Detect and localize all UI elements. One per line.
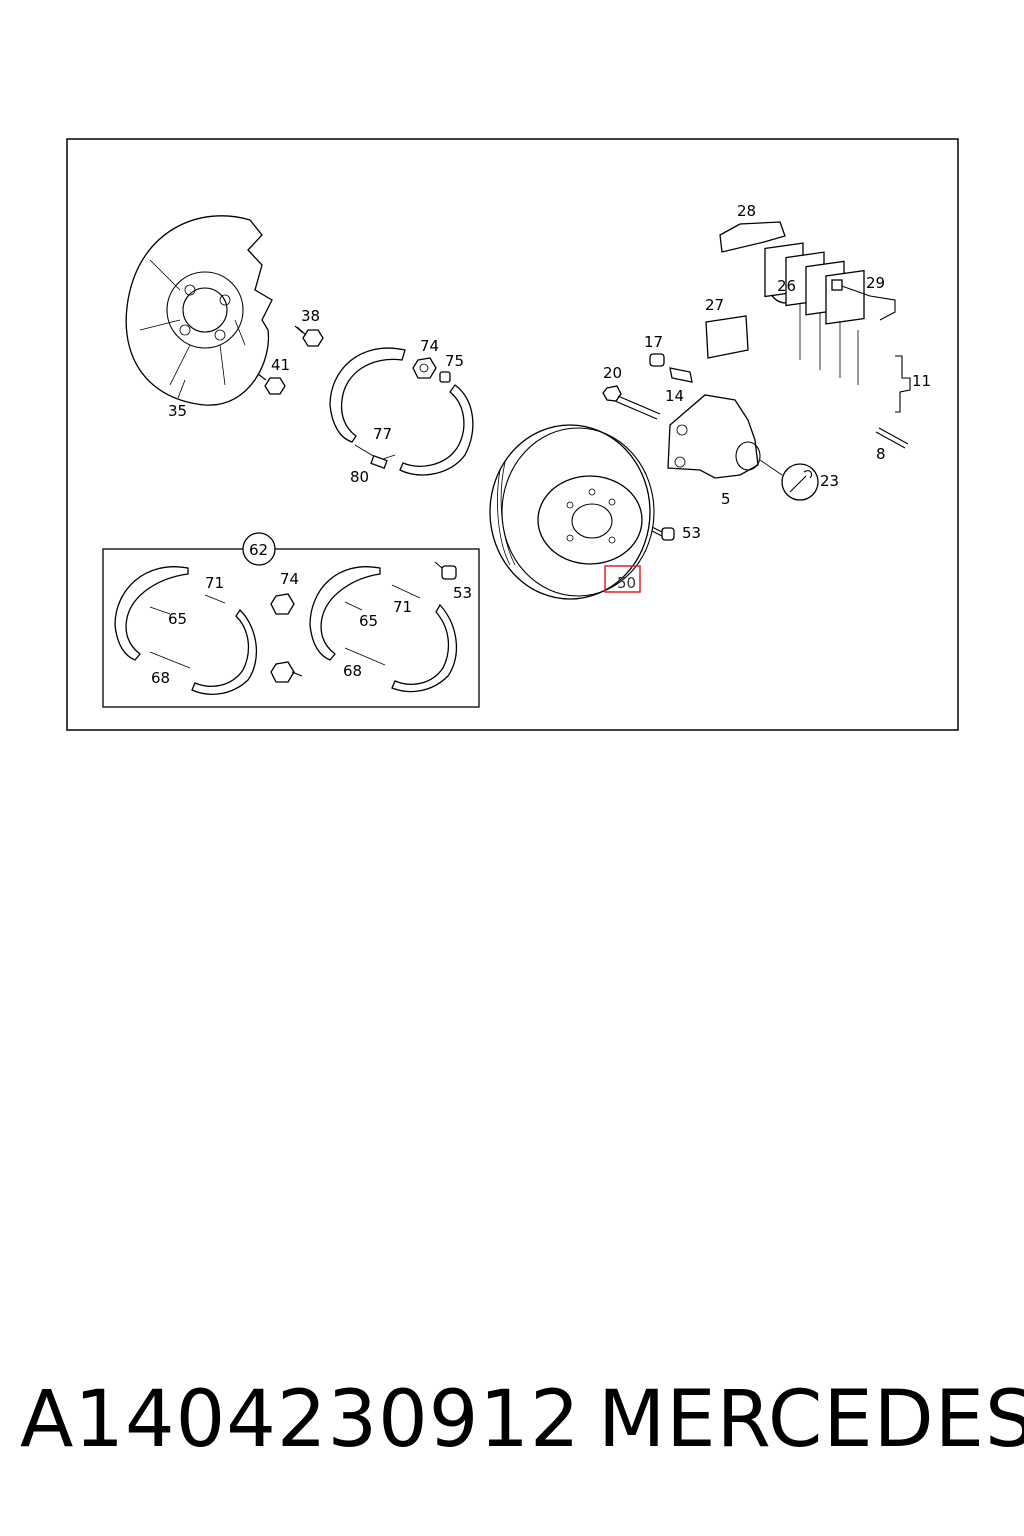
callout-77: 77 [373,425,392,443]
parking-brake-shoes [329,347,474,476]
caliper [667,394,761,479]
kit-62-bolt [270,661,303,683]
adjuster-74 [412,357,437,379]
kit-62-badge [242,532,276,566]
callout-50: 50 [617,574,636,592]
guide-pin-14 [669,367,693,383]
bolt-20 [602,385,661,420]
callout-62: 62 [249,541,268,559]
clip-11 [895,355,911,413]
callout-11: 11 [912,372,931,390]
callout-68-right: 68 [343,662,362,680]
callout-71-left: 71 [205,574,224,592]
callout-75: 75 [445,352,464,370]
exploded-brake-diagram: 28 26 29 27 17 14 20 11 8 23 5 53 50 35 … [66,138,959,731]
callout-26: 26 [777,277,796,295]
callout-5: 5 [721,490,731,508]
wear-sensor-29 [831,279,896,321]
callout-38: 38 [301,307,320,325]
callout-29: 29 [866,274,885,292]
callout-35: 35 [168,402,187,420]
guide-pin-17 [649,353,665,367]
bolt-41 [257,373,286,395]
callout-20: 20 [603,364,622,382]
backing-plate [125,215,273,406]
callout-71-right: 71 [393,598,412,616]
callout-8: 8 [876,445,886,463]
shim-27 [705,315,749,359]
callout-23: 23 [820,472,839,490]
kit-62-screw-53 [434,561,457,580]
spring-28 [719,221,786,253]
callout-65-left: 65 [168,610,187,628]
tool-23 [781,463,819,501]
callout-74-main: 74 [420,337,439,355]
highlight-box-50 [604,565,641,593]
kit-62-adjuster [270,593,295,615]
brand-name: MERCEDES [598,1375,1024,1465]
part-number: A1404230912 [20,1375,581,1465]
brake-pads [764,242,865,385]
callout-14: 14 [665,387,684,405]
callout-53-kit: 53 [453,584,472,602]
callout-80: 80 [350,468,369,486]
brake-disc [489,424,655,600]
callout-74-kit: 74 [280,570,299,588]
screw-53 [651,526,675,541]
callout-68-left: 68 [151,669,170,687]
part-75 [439,371,451,383]
parts-diagram: 28 26 29 27 17 14 20 11 8 23 5 53 50 35 … [0,0,1024,760]
callout-65-right: 65 [359,612,378,630]
kit-62-left-shoes [114,566,258,695]
kit-62-right-shoes [309,566,458,693]
callout-27: 27 [705,296,724,314]
bolt-38 [294,325,324,347]
callout-28: 28 [737,202,756,220]
footer: A1404230912 MERCEDES [0,1370,1024,1480]
callout-41: 41 [271,356,290,374]
callout-53-main: 53 [682,524,701,542]
callout-17: 17 [644,333,663,351]
kit-62-frame [102,548,480,708]
pin-8 [875,427,909,449]
diagram-frame [66,138,959,731]
